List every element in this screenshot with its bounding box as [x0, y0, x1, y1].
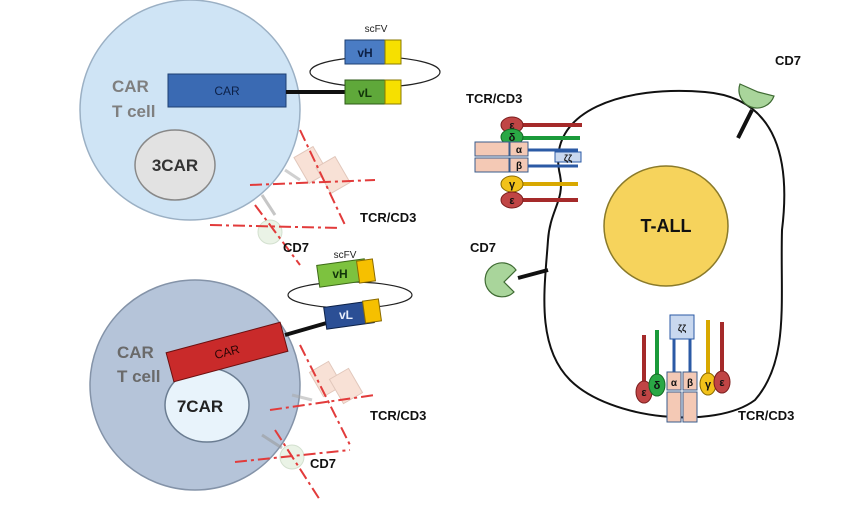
cell-label-line2: T cell — [112, 102, 155, 121]
cd7-left: CD7 — [470, 240, 549, 298]
tcr-cd3-top: TCR/CD3 ε δ α β ζζ γ ε — [466, 91, 582, 209]
car-label: CAR — [214, 84, 240, 98]
scfv-label: scFV — [334, 250, 357, 261]
chain-alpha: α — [671, 378, 678, 389]
chain-epsilon-2: ε — [509, 195, 515, 207]
chain-gamma: γ — [509, 179, 516, 191]
chain-alpha: α — [516, 145, 523, 156]
chain-zeta: ζζ — [678, 323, 686, 333]
chain-gamma: γ — [705, 379, 712, 391]
chain-delta: δ — [509, 132, 516, 144]
chain-beta: β — [687, 378, 693, 389]
tcr-cd3-bottom: ε δ ζζ α β γ ε TCR/CD3 — [635, 314, 794, 423]
chain-delta: δ — [654, 380, 661, 392]
tall-cell: T-ALL CD7 CD7 TCR/CD3 ε δ α — [466, 53, 801, 423]
nucleus-label: 3CAR — [152, 156, 198, 175]
chain-epsilon: ε — [509, 120, 515, 132]
cd7-top-label: CD7 — [775, 53, 801, 68]
tall-nucleus — [603, 165, 729, 287]
cd7-label: CD7 — [310, 456, 336, 471]
chain-zeta: ζζ — [564, 153, 572, 163]
car-t-cell-bottom: CAR T cell 7CAR CAR scFV vH vL — [89, 250, 426, 501]
cell-label-line1: CAR — [112, 77, 149, 96]
car-receptor: CAR — [165, 321, 289, 383]
chain-beta: β — [516, 161, 522, 172]
knockout-lines — [234, 344, 376, 501]
knockout-lines — [209, 129, 376, 266]
tcr-label: TCR/CD3 — [370, 408, 426, 423]
car-t-cell-top: CAR T cell 3CAR CAR scFV vH vL TCR — [79, 0, 441, 266]
tcr-bottom-label: TCR/CD3 — [738, 408, 794, 423]
nucleus — [134, 129, 216, 201]
cd7-top: CD7 — [736, 53, 801, 139]
chain-epsilon-2: ε — [719, 377, 725, 389]
car-receptor — [167, 73, 287, 108]
cd7-label: CD7 — [283, 240, 309, 255]
car-label: CAR — [213, 342, 241, 362]
cell-label-line2: T cell — [117, 367, 160, 386]
vh-label: vH — [332, 267, 347, 281]
vl-label: vL — [358, 86, 372, 100]
cd7-left-label: CD7 — [470, 240, 496, 255]
vh-label: vH — [357, 46, 372, 60]
tall-nucleus-label: T-ALL — [641, 216, 692, 236]
tcr-label: TCR/CD3 — [360, 210, 416, 225]
cell-label-line1: CAR — [117, 343, 154, 362]
tcr-top-label: TCR/CD3 — [466, 91, 522, 106]
chain-epsilon: ε — [641, 387, 647, 399]
vl-label: vL — [339, 308, 353, 322]
scfv-label: scFV — [365, 24, 388, 35]
nucleus-label: 7CAR — [177, 397, 223, 416]
